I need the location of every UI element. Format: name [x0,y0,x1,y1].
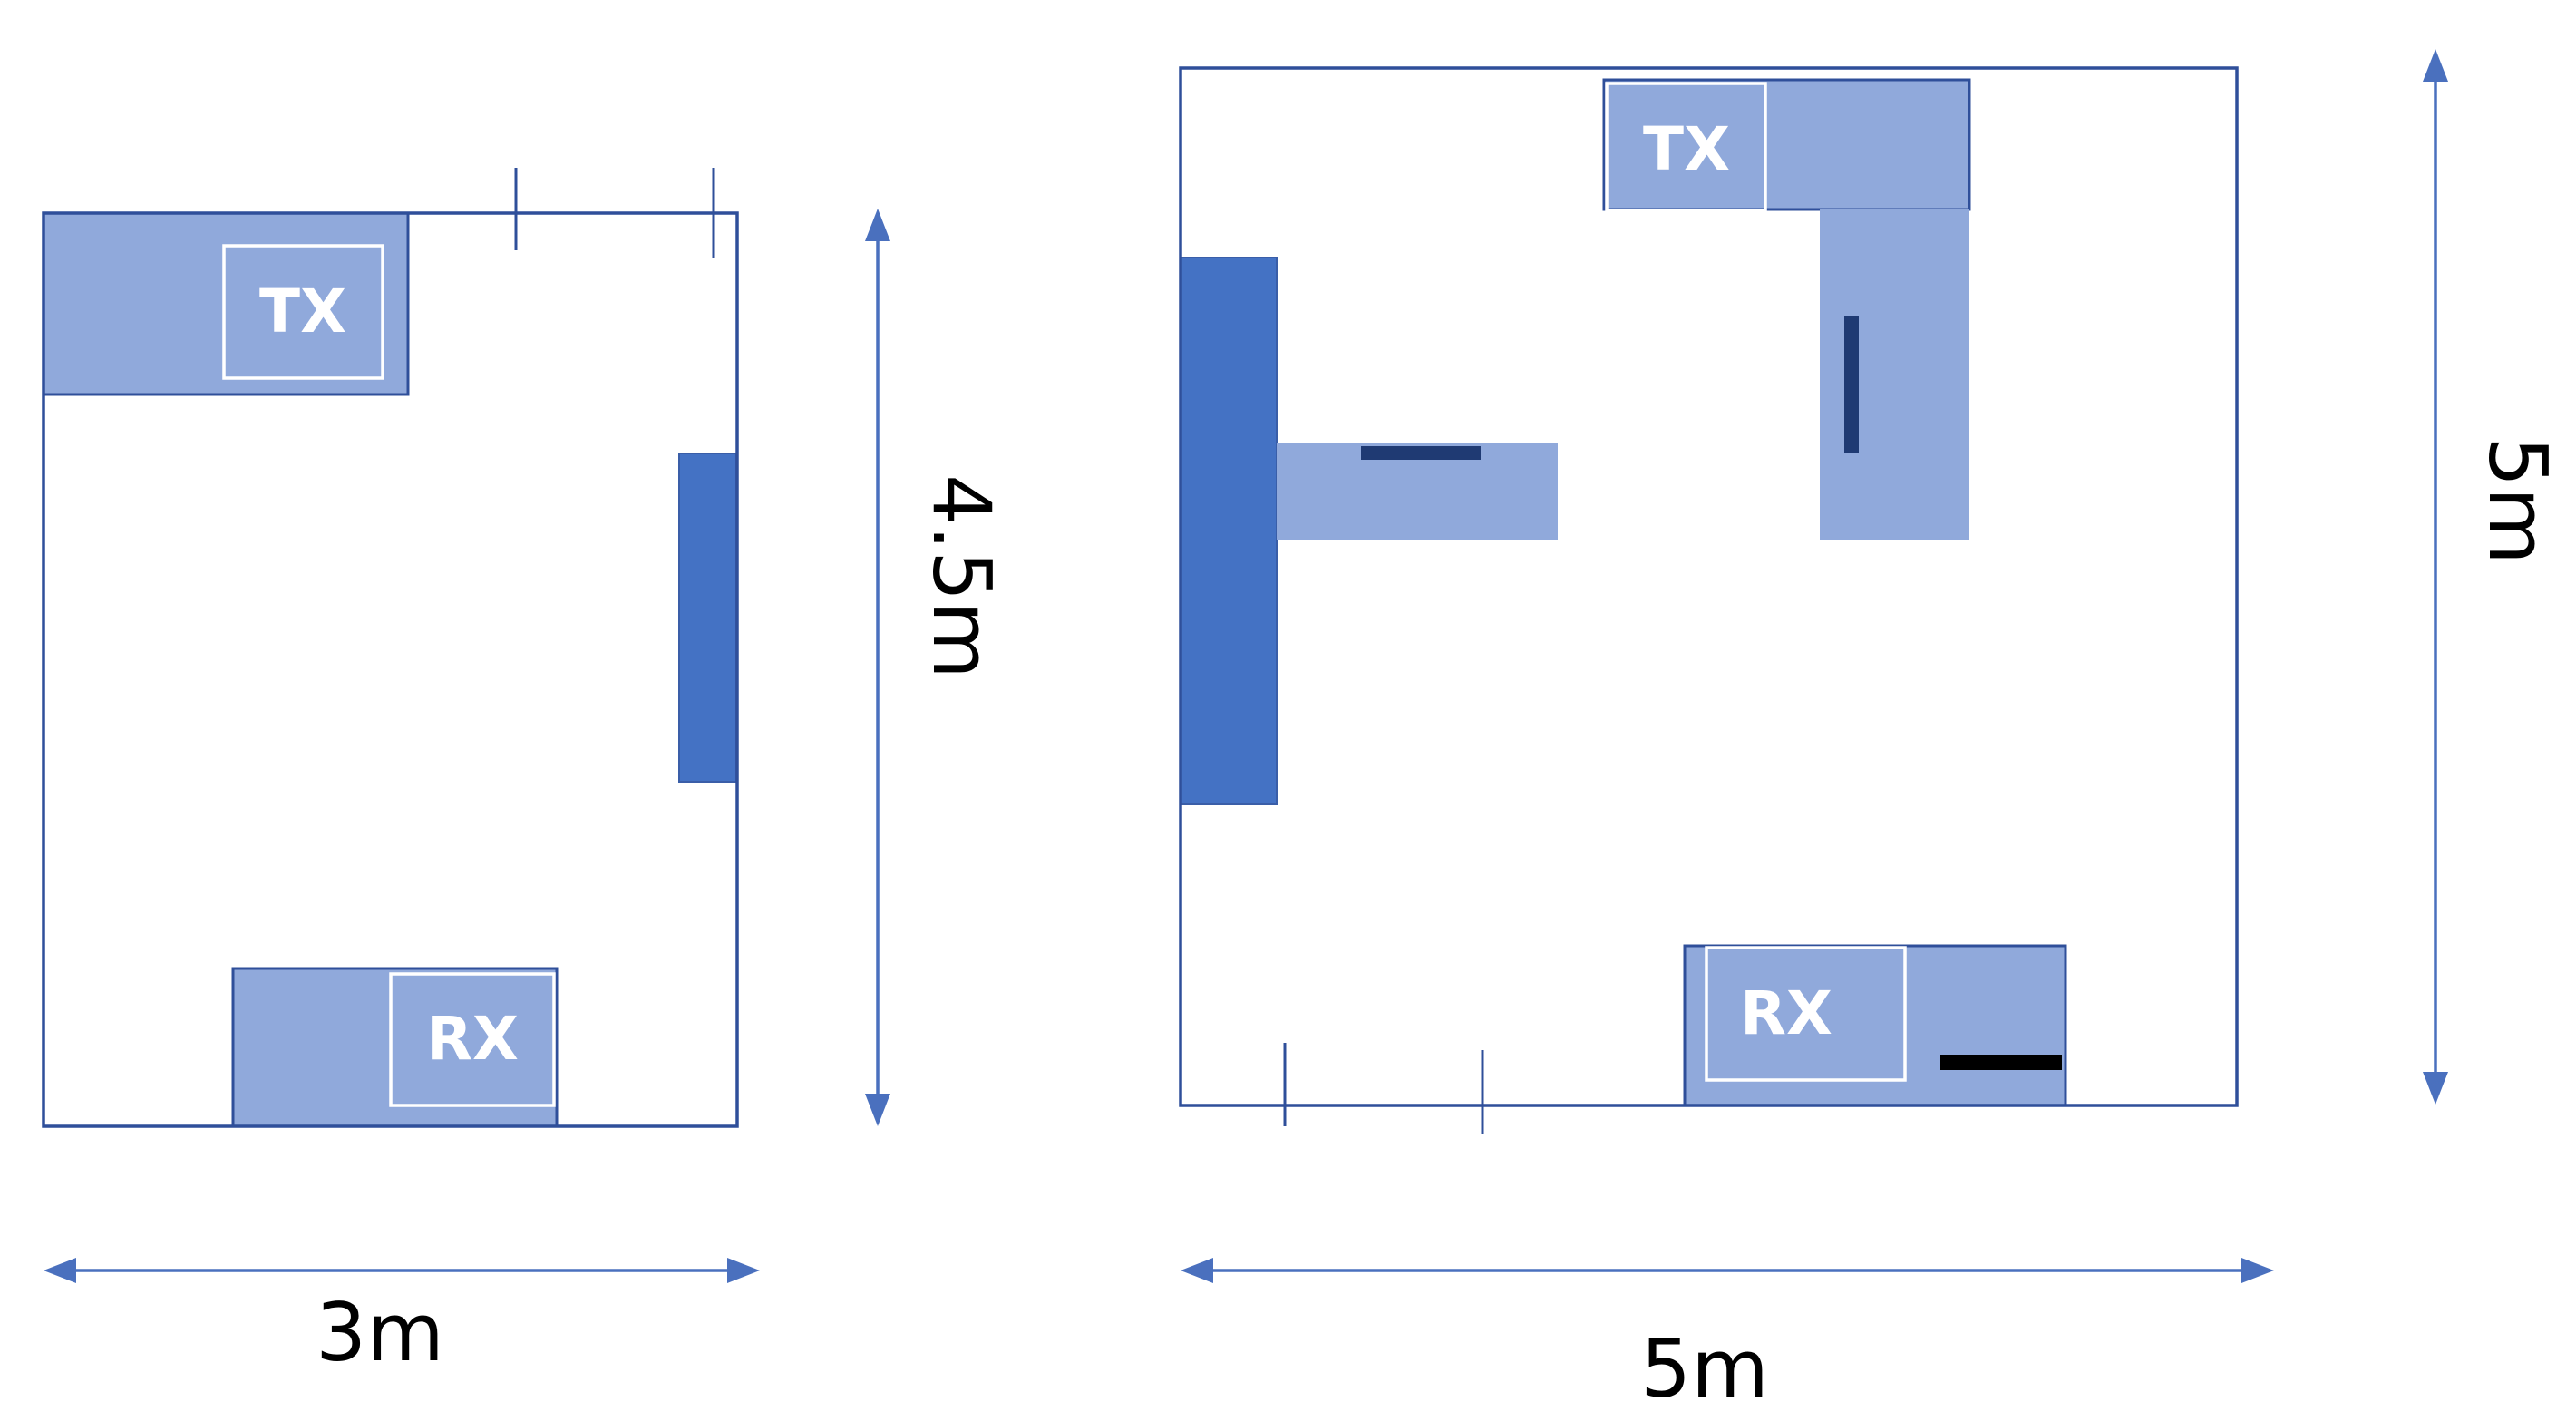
small-room: TX RX 4.5m 3m [42,168,1008,1379]
large-room-walls [1179,66,2239,1107]
small-room-rx-label-frame [389,972,556,1107]
large-room-wall-cabinet [1180,257,1278,805]
large-room-width-label: 5m [1640,1322,1769,1416]
large-room-rx-label-frame [1705,946,1907,1082]
small-room-tx-block [44,213,408,394]
small-room-height-arrow [865,209,890,1126]
large-room-width-arrow [1181,1258,2274,1283]
large-room-vertical-desk-bar [1844,316,1859,453]
large-room-height-arrow [2423,49,2448,1105]
large-room-tx-block [1604,80,1969,209]
small-room-height-label: 4.5m [915,474,1008,679]
large-room-rx-bar [1940,1055,2062,1070]
large-room: TX RX 5m 5m [1179,49,2564,1416]
small-room-rx-block [233,968,557,1126]
small-room-rx-label: RX [426,1004,519,1074]
large-room-tx-label: TX [1643,114,1730,184]
large-room-vertical-desk [1820,209,1969,540]
small-room-width-label: 3m [316,1286,444,1379]
small-room-wall-cabinet [678,453,737,783]
large-room-desk-bar [1361,446,1481,460]
small-room-walls [42,211,739,1128]
small-room-tx-label-frame [222,244,384,380]
small-room-width-arrow [44,1258,760,1283]
large-room-tx-label-frame [1605,82,1767,212]
large-room-tx-block-outline [1602,78,1971,211]
small-room-tx-label: TX [259,277,346,346]
large-room-rx-label: RX [1740,978,1832,1048]
large-room-height-label: 5m [2471,436,2564,565]
